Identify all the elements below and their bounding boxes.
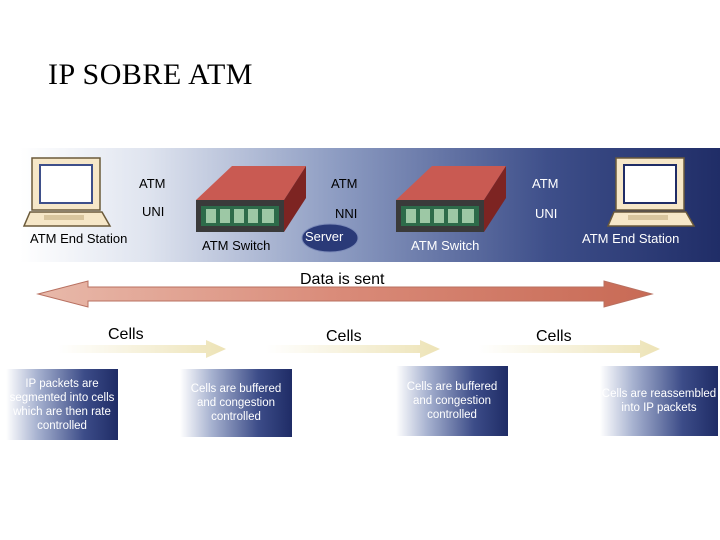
cells-arrow-3 bbox=[478, 340, 660, 358]
server-oval bbox=[301, 223, 359, 253]
step-box-segment: IP packets are segmented into cells whic… bbox=[6, 369, 118, 440]
atm-switch-left-icon bbox=[196, 166, 306, 232]
atm-label-2: ATM bbox=[331, 176, 358, 191]
cells-label-3: Cells bbox=[536, 328, 572, 345]
atm-label-3: ATM bbox=[532, 176, 559, 191]
network-band bbox=[20, 148, 720, 262]
end-station-right-label: ATM End Station bbox=[582, 231, 680, 246]
cells-arrow-1 bbox=[58, 340, 226, 358]
cells-label-2: Cells bbox=[326, 328, 362, 345]
data-sent-label: Data is sent bbox=[300, 271, 385, 288]
nni-label: NNI bbox=[335, 206, 358, 221]
atm-label-1: ATM bbox=[139, 176, 166, 191]
data-sent-arrow bbox=[36, 280, 654, 308]
cells-label-1: Cells bbox=[108, 326, 144, 343]
end-station-left-label: ATM End Station bbox=[30, 231, 128, 246]
uni-label-left: UNI bbox=[142, 204, 165, 219]
computer-right-icon bbox=[606, 157, 696, 227]
step-box-buffer-1: Cells are buffered and congestion contro… bbox=[180, 369, 292, 437]
switch-left-label: ATM Switch bbox=[202, 238, 271, 253]
step-box-buffer-2: Cells are buffered and congestion contro… bbox=[396, 366, 508, 436]
step-box-reassemble: Cells are reassembled into IP packets bbox=[600, 366, 718, 436]
uni-label-right: UNI bbox=[535, 206, 558, 221]
page-title: IP SOBRE ATM bbox=[48, 58, 253, 91]
computer-left-icon bbox=[22, 157, 112, 227]
atm-switch-right-icon bbox=[396, 166, 506, 232]
cells-arrow-2 bbox=[266, 340, 440, 358]
server-label: Server bbox=[305, 229, 344, 244]
switch-right-label: ATM Switch bbox=[411, 238, 480, 253]
